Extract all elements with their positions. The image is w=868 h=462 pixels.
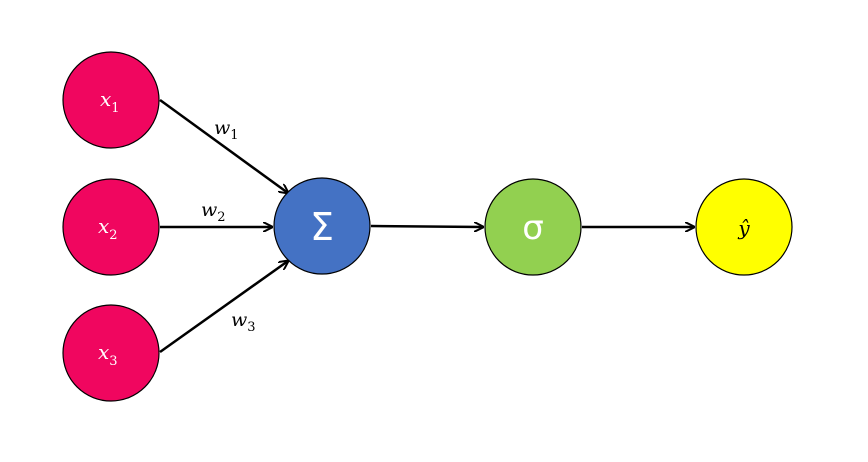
sum-node: Σ [273, 177, 371, 275]
sum-node-circle [273, 177, 371, 275]
output-node-circle [695, 178, 793, 276]
output-symbol: ŷ [737, 216, 750, 240]
edge-x3-to-sum [159, 261, 288, 354]
edge-sum-to-activation [370, 226, 483, 227]
input-x2-symbol: x [98, 214, 109, 238]
edge-x1-to-sum [159, 98, 288, 193]
input-x3-symbol: x [98, 340, 109, 364]
input-x1-subscript: 1 [111, 101, 119, 116]
weight-w3-symbol: w [231, 309, 247, 331]
input-node-x2: x2 [62, 178, 160, 276]
weight-w2-symbol: w [201, 199, 217, 221]
input-x1-symbol: x [100, 87, 111, 111]
sum-symbol: Σ [310, 205, 334, 249]
input-x2-subscript: 2 [109, 228, 117, 243]
weight-w3-subscript: 3 [247, 320, 255, 335]
input-node-x1: x1 [62, 51, 160, 149]
input-node-x2-circle [62, 178, 160, 276]
activation-symbol: σ [522, 208, 544, 248]
weight-w1-subscript: 1 [230, 128, 238, 143]
activation-node: σ [484, 178, 582, 276]
weight-w1-symbol: w [214, 117, 230, 139]
weight-label-w2: w2 [201, 199, 226, 225]
input-node-x3: x3 [62, 304, 160, 402]
svg-text:x2: x2 [98, 214, 118, 243]
svg-text:x1: x1 [100, 87, 120, 116]
activation-node-circle [484, 178, 582, 276]
weight-label-w1: w1 [214, 117, 239, 143]
input-node-x1-circle [62, 51, 160, 149]
svg-text:x3: x3 [98, 340, 118, 369]
weight-w2-subscript: 2 [217, 210, 225, 225]
input-node-x3-circle [62, 304, 160, 402]
output-node: ŷ [695, 178, 793, 276]
weight-label-w3: w3 [231, 309, 256, 335]
input-x3-subscript: 3 [109, 354, 117, 369]
